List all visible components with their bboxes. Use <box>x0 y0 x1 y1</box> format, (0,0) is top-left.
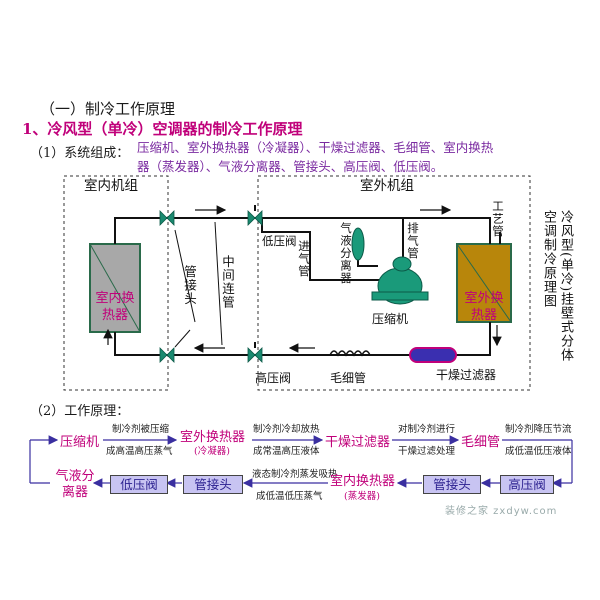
outdoor-unit-label: 室外机组 <box>360 178 414 194</box>
bottom-left-valve <box>159 347 175 363</box>
low-valve-label: 低压阀 <box>262 234 297 248</box>
flow-indoor-hx: 室内换热器 <box>330 474 396 489</box>
flow-capillary: 毛细管 <box>461 435 501 450</box>
compressor-top <box>392 256 412 272</box>
process-pipe-label: 工艺管 <box>491 200 505 238</box>
watermark: 装修之家 zxdyw.com <box>445 506 558 517</box>
compressor-label: 压缩机 <box>372 312 409 326</box>
top-pipe <box>114 217 491 244</box>
composition-line-2: 器（蒸发器）、气液分离器、管接头、高压阀、低压阀。 <box>137 159 444 174</box>
flow-step2-bottom: 成常温高压液体 <box>253 446 320 457</box>
intake-pipe-label: 进气管 <box>297 240 311 278</box>
middle-pipe-label: 中间连管 <box>220 255 235 309</box>
high-valve-label: 高压阀 <box>255 371 292 385</box>
flow-low-valve: 低压阀 <box>110 475 168 494</box>
flow-step5-bottom: 成低温低压蒸气 <box>256 491 323 502</box>
compressor-base <box>371 291 429 301</box>
composition-label: （1）系统组成： <box>30 146 130 161</box>
outdoor-hx-diagonal <box>456 243 512 323</box>
flow-step4-bottom: 成低温低压液体 <box>505 446 572 457</box>
low-pressure-valve <box>247 210 263 226</box>
flow-step5-top: 液态制冷剂蒸发吸热 <box>252 469 338 480</box>
subsection-heading: 1、冷风型（单冷）空调器的制冷工作原理 <box>22 120 303 138</box>
indoor-unit-label: 室内机组 <box>84 178 138 194</box>
capillary-coil <box>329 350 371 357</box>
outdoor-unit-frame <box>257 175 531 391</box>
composition-line-1: 压缩机、室外换热器（冷凝器）、干燥过滤器、毛细管、室内换热 <box>137 140 494 155</box>
separator-label: 气液分离器 <box>339 222 353 285</box>
flow-dryer: 干燥过滤器 <box>325 435 391 450</box>
top-left-valve <box>159 210 175 226</box>
flow-outdoor-hx-sub: (冷凝器) <box>194 446 230 457</box>
indoor-hx-diagonal <box>89 243 141 333</box>
flow-outdoor-hx: 室外换热器 <box>180 430 246 445</box>
dryer-body <box>409 347 457 363</box>
flow-step3-top: 对制冷剂进行 <box>398 424 456 435</box>
high-pressure-valve <box>247 347 263 363</box>
flow-step4-top: 制冷剂降压节流 <box>505 424 572 435</box>
intake-pipe-line <box>261 218 385 281</box>
flow-step2-top: 制冷剂冷却放热 <box>253 424 320 435</box>
dryer-label: 干燥过滤器 <box>436 368 497 382</box>
capillary-label: 毛细管 <box>330 371 367 385</box>
flow-joint-2: 管接头 <box>423 475 481 494</box>
flow-compressor: 压缩机 <box>60 435 100 450</box>
indoor-hx-label: 室内换热器 <box>95 291 135 323</box>
indoor-unit-frame <box>63 175 169 391</box>
flow-step1-top: 制冷剂被压缩 <box>112 424 170 435</box>
side-title: 冷风型(单冷)挂壁式分体空调制冷原理图 <box>541 210 573 363</box>
flow-joint-1: 管接头 <box>183 475 243 494</box>
pipe-joint-label: 管接头 <box>182 265 197 306</box>
flow-separator: 气液分离器 <box>55 469 95 500</box>
principle-label: （2）工作原理： <box>30 404 130 419</box>
flow-high-valve: 高压阀 <box>500 475 554 494</box>
exhaust-pipe-label: 排气管 <box>406 222 420 260</box>
bottom-pipe <box>114 322 491 356</box>
separator-body <box>351 227 365 261</box>
outdoor-hx-label: 室外换热器 <box>464 291 504 323</box>
section-heading: （一）制冷工作原理 <box>40 100 176 118</box>
flow-step1-bottom: 成高温高压蒸气 <box>106 446 173 457</box>
flow-indoor-hx-sub: (蒸发器) <box>344 491 380 502</box>
flow-step3-bottom: 干燥过滤处理 <box>398 446 456 457</box>
